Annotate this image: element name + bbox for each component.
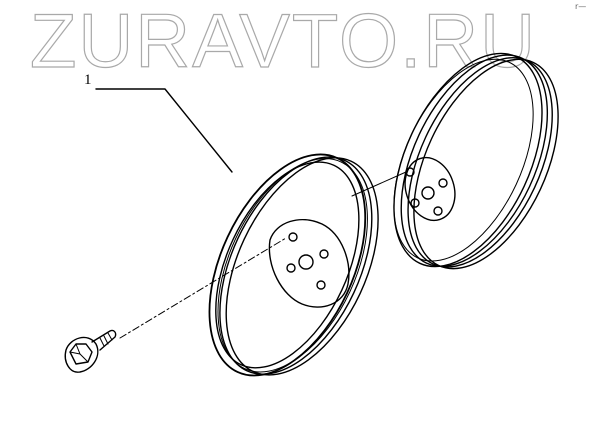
pulley-mounted-face [393, 58, 534, 262]
pulley-front-rim-outer [208, 153, 367, 377]
bolt-axis-line [119, 237, 287, 339]
bolt-hex-edge [69, 343, 89, 363]
pulley-hole [316, 280, 326, 290]
pulley-mounted-front-rim [393, 52, 543, 268]
watermark-text: ZURAVTO.RU [29, 0, 537, 84]
bolt [64, 329, 117, 373]
pulley-hole [288, 232, 298, 242]
pulley-center-hole [298, 254, 314, 270]
pulley-hub-outline [268, 219, 350, 308]
pulley-hole [286, 263, 296, 273]
corner-mark: r— [575, 2, 587, 11]
pulley-front-rim-inner [215, 161, 360, 369]
pulley-mounted-hub [404, 156, 456, 222]
callout-label-1: 1 [84, 72, 92, 88]
bolt-shank [91, 329, 117, 351]
bolt-hex-head [69, 343, 93, 365]
pulley [208, 153, 379, 377]
pulley-mounted-hole [410, 198, 420, 208]
pulley-mounted-center-hole [421, 186, 435, 200]
bolt-flange [64, 336, 99, 373]
pulley-groove-inner [217, 158, 368, 373]
pulley-mounted-hole [438, 178, 448, 188]
pulley-hole [319, 249, 329, 259]
pulley-hub [268, 219, 350, 308]
assembly-axis-line [351, 171, 407, 197]
pulley-mounted [393, 52, 559, 270]
pulley-mounted-groove-2 [400, 54, 549, 268]
pulley-mounted-hole [433, 206, 443, 216]
bolt-thread [99, 332, 113, 347]
callout-leader-line [95, 88, 233, 173]
